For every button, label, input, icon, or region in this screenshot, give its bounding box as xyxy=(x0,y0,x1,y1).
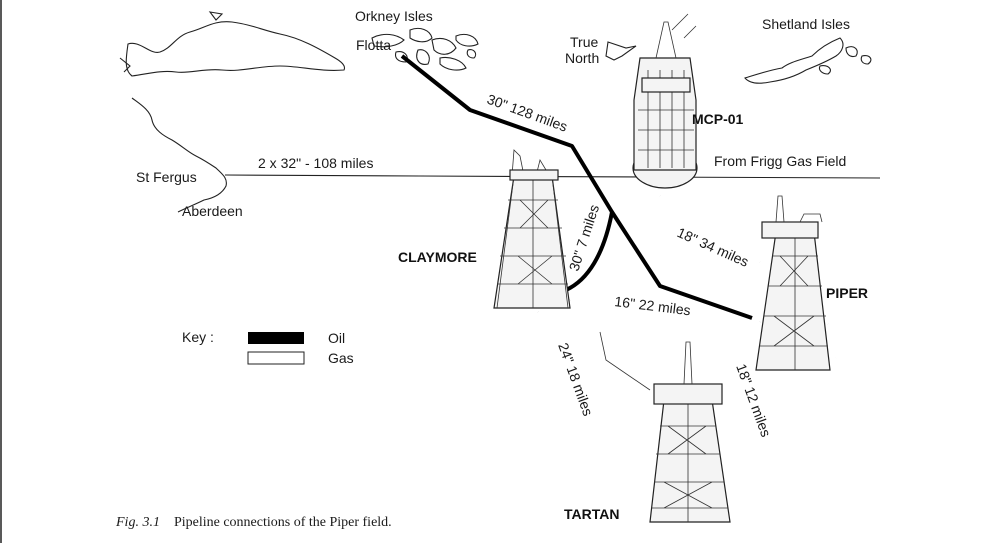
label-pipe-claymore-tartan: 24" 18 miles xyxy=(555,341,596,418)
label-orkney-isles: Orkney Isles xyxy=(355,8,433,24)
gas-pipelines xyxy=(536,195,858,498)
shetland-isles xyxy=(744,37,872,84)
north-arrow-icon xyxy=(605,41,637,61)
figure-caption: Fig. 3.1 Pipeline connections of the Pip… xyxy=(115,513,392,530)
label-shetland-isles: Shetland Isles xyxy=(762,16,850,32)
coast-north-detail xyxy=(119,57,131,73)
label-north: North xyxy=(565,50,599,66)
oil-line-flotta-piper xyxy=(400,54,753,320)
legend-gas-swatch xyxy=(247,351,305,365)
legend-title: Key : xyxy=(182,329,214,345)
label-flotta: Flotta xyxy=(356,37,391,53)
orkney-isles xyxy=(371,27,479,71)
oil-pipelines xyxy=(400,54,753,320)
legend-oil-swatch xyxy=(248,332,304,344)
label-st-fergus: St Fergus xyxy=(136,169,197,185)
platform-tartan xyxy=(599,331,731,523)
platform-claymore xyxy=(493,149,571,309)
label-tartan: TARTAN xyxy=(564,506,619,522)
label-frigg: From Frigg Gas Field xyxy=(714,153,846,169)
label-mcp01: MCP-01 xyxy=(692,111,744,127)
oil-line-claymore-junction xyxy=(565,211,614,292)
label-true: True xyxy=(570,34,598,50)
platform-piper xyxy=(755,195,831,371)
label-pipe-claymore-piper: 16" 22 miles xyxy=(614,293,692,318)
coast-islet-1 xyxy=(208,11,224,21)
legend-gas-label: Gas xyxy=(328,350,354,366)
platform-mcp01 xyxy=(632,13,698,189)
legend-oil-label: Oil xyxy=(328,330,345,346)
coast-north-scotland xyxy=(125,21,346,77)
caption-text: Pipeline connections of the Piper field. xyxy=(174,515,392,530)
label-aberdeen: Aberdeen xyxy=(182,203,243,219)
caption-label: Fig. 3.1 xyxy=(115,515,160,530)
legend: Key : Oil Gas xyxy=(182,329,354,366)
coast-east-scotland xyxy=(131,97,227,213)
label-pipe-stfergus: 2 x 32" - 108 miles xyxy=(258,155,373,171)
label-pipe-mcp-piper: 18" 34 miles xyxy=(675,224,751,270)
label-piper: PIPER xyxy=(826,285,868,301)
label-pipe-flotta: 30" 128 miles xyxy=(485,91,570,135)
label-claymore: CLAYMORE xyxy=(398,249,477,265)
